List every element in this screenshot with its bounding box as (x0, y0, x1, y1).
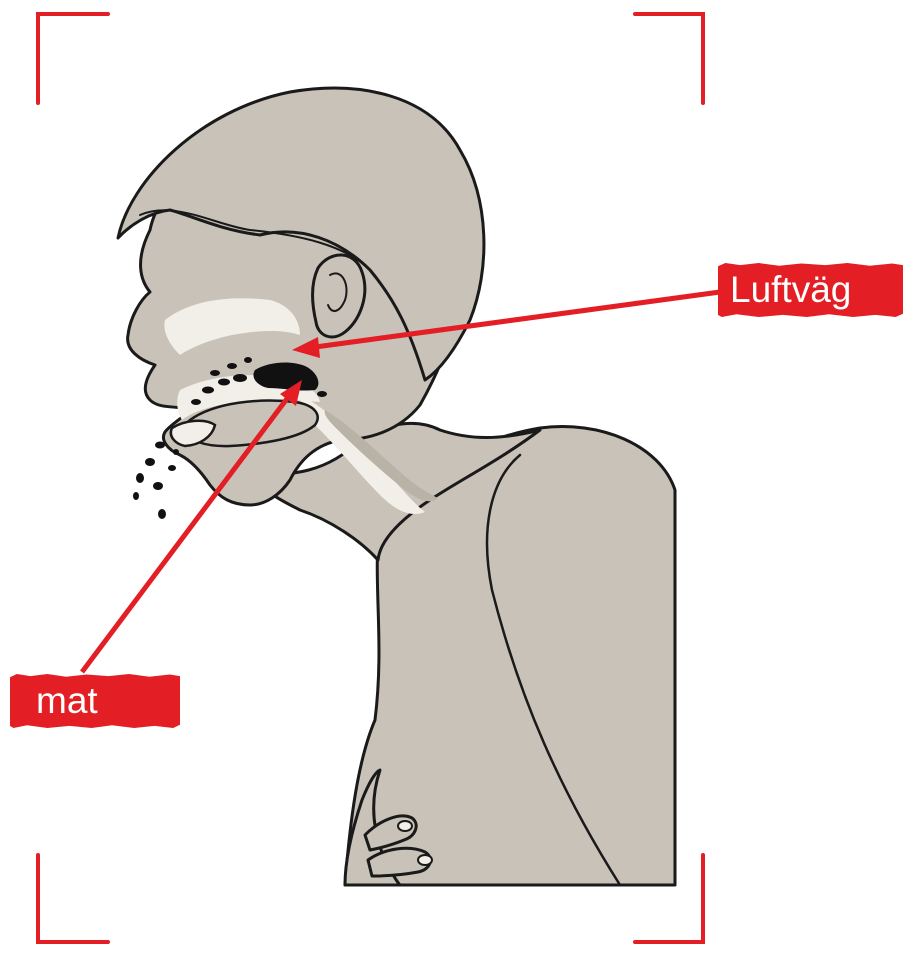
label-food: mat (10, 674, 180, 728)
label-airway-text: Luftväg (730, 269, 851, 310)
corner-top-left (38, 14, 108, 103)
label-airway: Luftväg (718, 263, 903, 317)
label-food-text: mat (36, 680, 98, 721)
corner-top-right (635, 14, 703, 103)
corner-bottom-left (38, 855, 108, 942)
